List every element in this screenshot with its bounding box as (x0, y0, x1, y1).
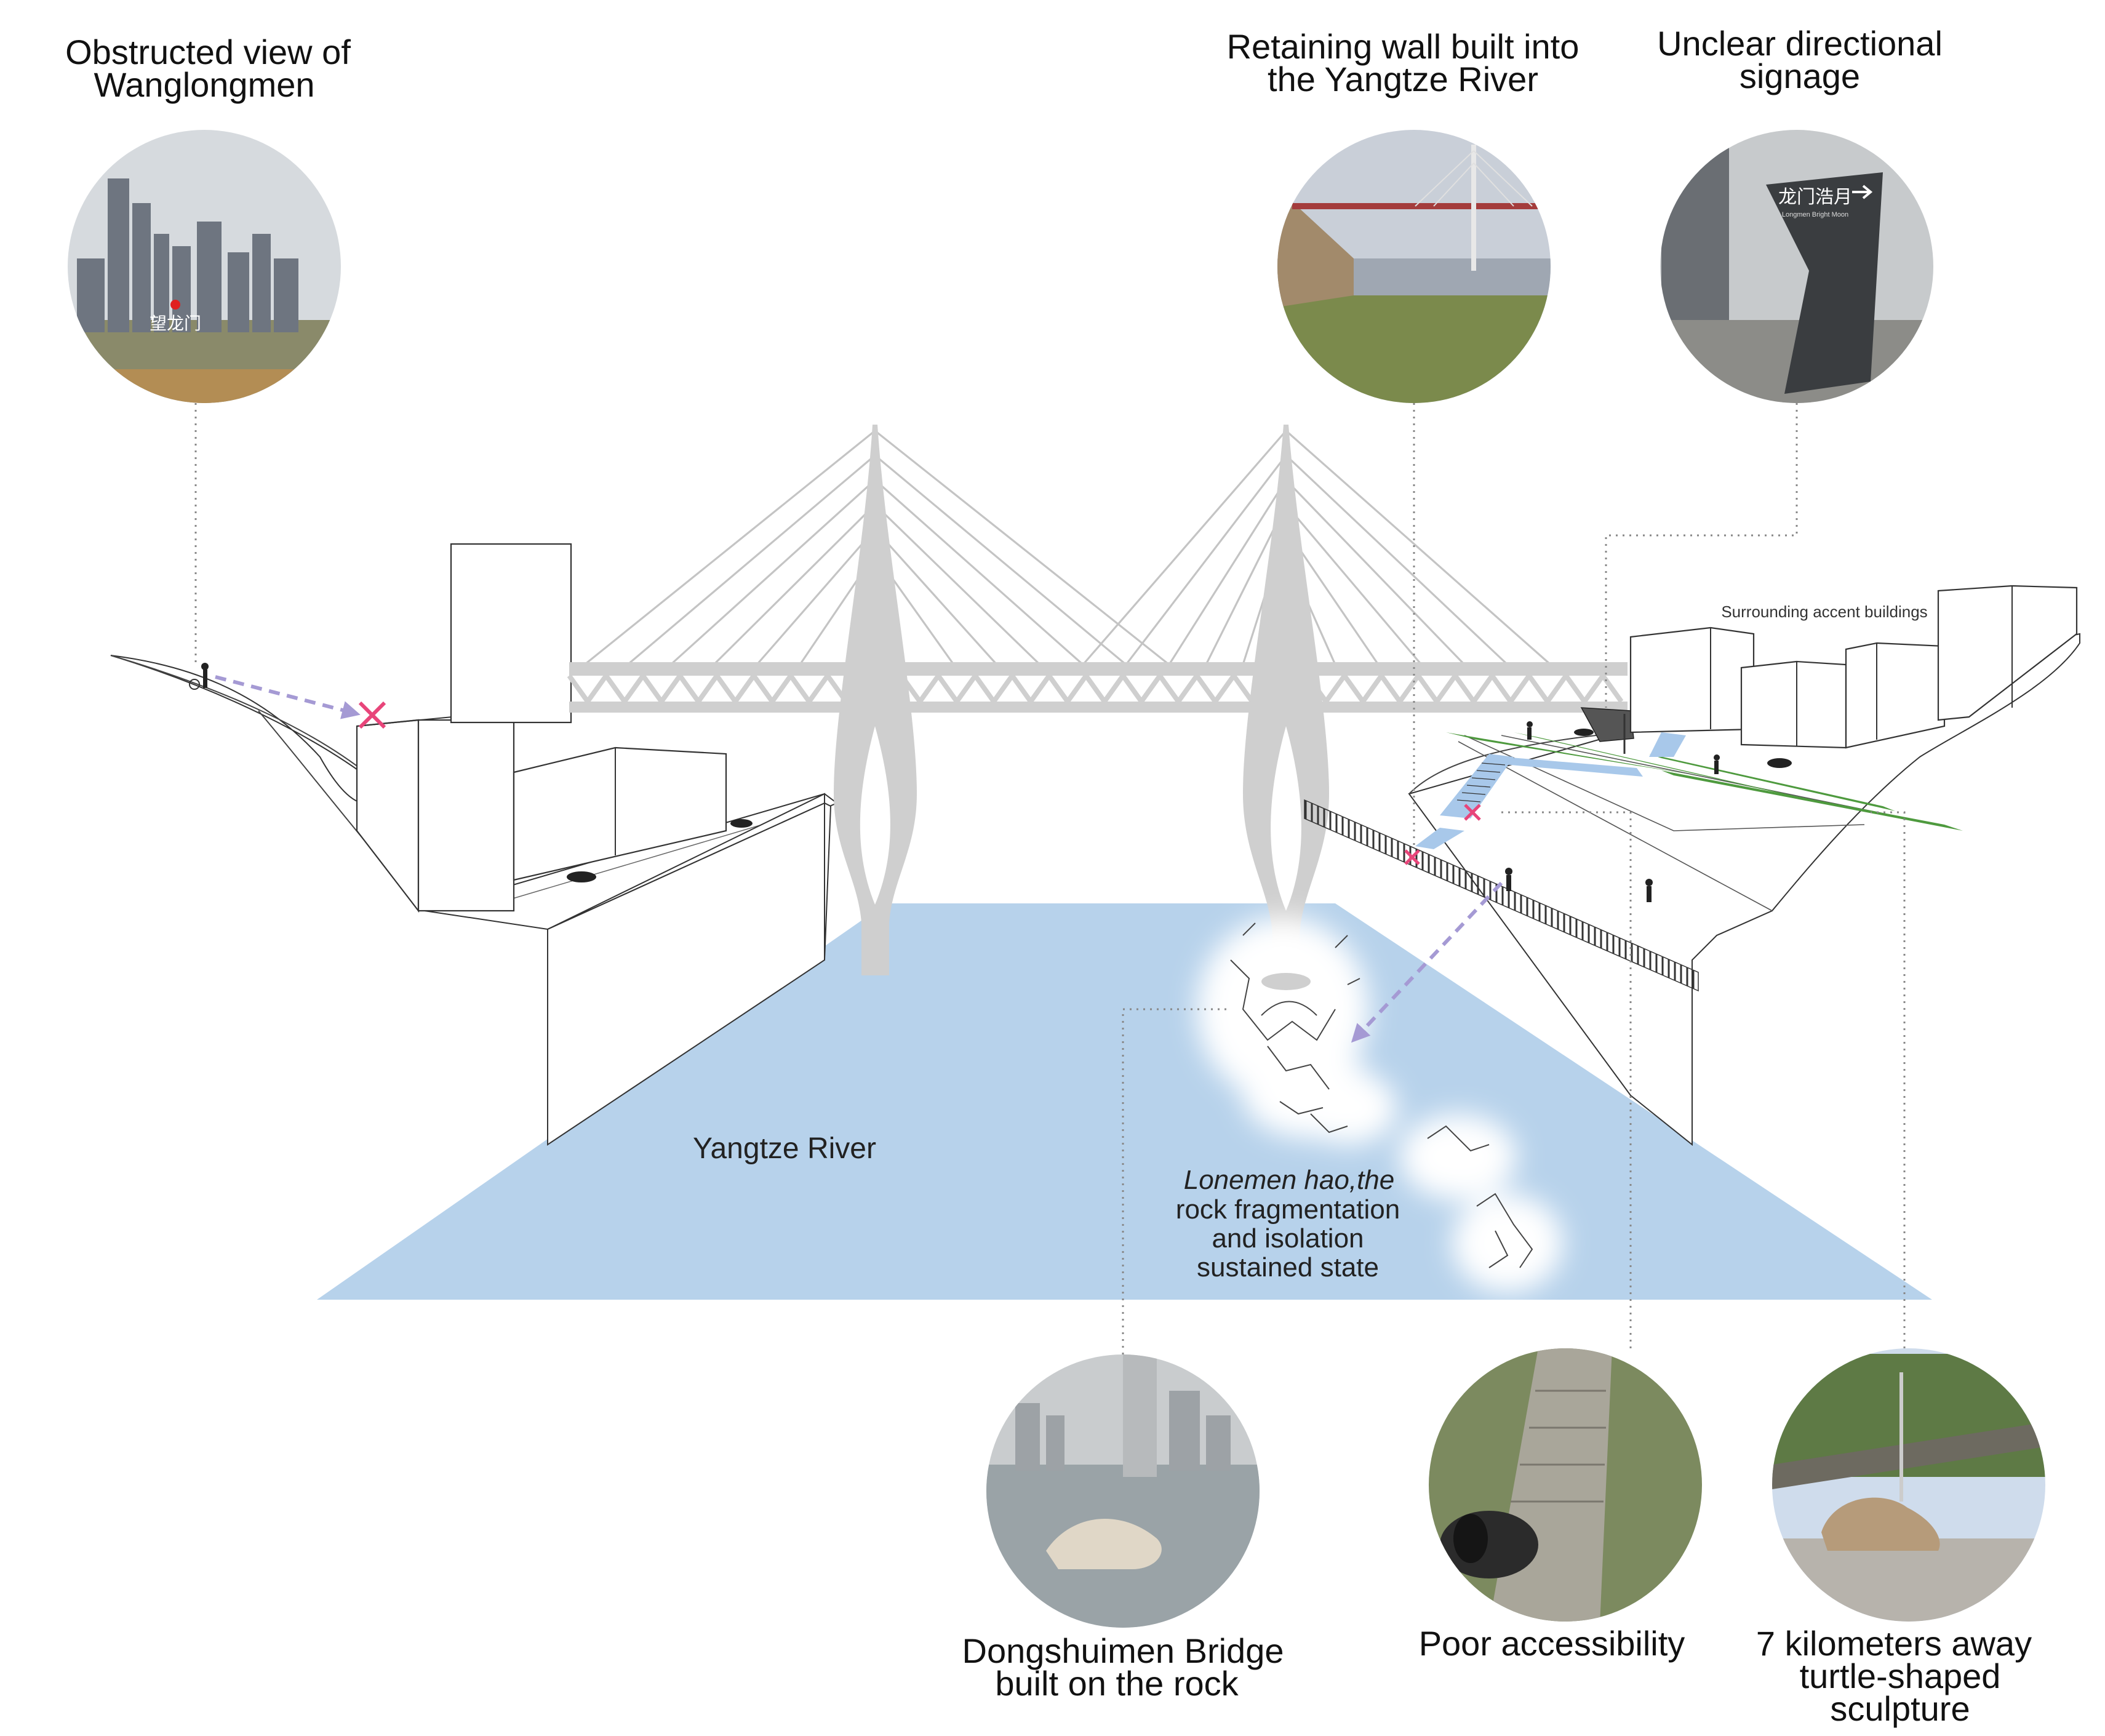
signage-subtext: Longmen Bright Moon (1782, 211, 1848, 218)
callout-retaining-wall-line2: the Yangtze River (1268, 60, 1538, 98)
rock-label-line1: Lonemen hao,the (1184, 1165, 1395, 1195)
callout-sculpture: 7 kilometers away turtle-shaped sculptur… (1756, 1624, 2032, 1728)
callout-retaining-wall-line1: Retaining wall built into (1227, 27, 1580, 66)
signage-text: 龙门浩月 (1778, 186, 1852, 208)
callout-dongshuimen-line1: Dongshuimen Bridge (962, 1631, 1284, 1670)
callout-sculpture-line2: turtle-shaped (1800, 1657, 2001, 1695)
callout-dongshuimen-line2: built on the rock (995, 1664, 1239, 1703)
callout-sculpture-line1: 7 kilometers away (1756, 1624, 2032, 1663)
rock-label-line4: sustained state (1197, 1252, 1379, 1282)
photo-dongshuimen (986, 1354, 1260, 1628)
callout-wanglongmen-line1: Obstructed view of (65, 33, 351, 71)
buildings-label: Surrounding accent buildings (1721, 602, 1927, 621)
callout-signage: Unclear directional signage (1657, 24, 1943, 95)
rock-label-line3: and isolation (1212, 1223, 1364, 1254)
leader-lines (194, 403, 1906, 1354)
callout-wanglongmen-line2: Wanglongmen (94, 65, 314, 104)
photo-wanglongmen: 望龙门 (68, 130, 341, 403)
rock-description: Lonemen hao,the rock fragmentation and i… (1176, 1165, 1400, 1282)
left-bank (110, 543, 838, 1146)
sightline-arrow (215, 675, 361, 719)
callout-accessibility: Poor accessibility (1419, 1624, 1685, 1663)
callout-sculpture-line3: sculpture (1830, 1689, 1970, 1728)
photo-sculpture (1772, 1348, 2045, 1622)
rock-label-line2: rock fragmentation (1176, 1194, 1400, 1225)
photo-signage: 龙门浩月 Longmen Bright Moon (1660, 130, 1933, 403)
blocked-view-cross-icon (358, 701, 386, 729)
rock-reef (1197, 917, 1563, 1292)
photo-retaining-wall (1277, 130, 1551, 403)
callout-signage-line2: signage (1740, 57, 1860, 95)
river-label: Yangtze River (693, 1132, 876, 1165)
bridge (567, 425, 1628, 978)
callout-retaining-wall: Retaining wall built into the Yangtze Ri… (1227, 27, 1580, 98)
callout-dongshuimen: Dongshuimen Bridge built on the rock (962, 1631, 1284, 1703)
photo-accessibility (1429, 1348, 1702, 1622)
wanglongmen-sign: 望龙门 (150, 313, 201, 334)
right-bank (1304, 585, 2080, 1146)
callout-accessibility-line1: Poor accessibility (1419, 1624, 1685, 1663)
callout-wanglongmen: Obstructed view of Wanglongmen (65, 33, 351, 104)
callout-signage-line1: Unclear directional (1657, 24, 1943, 63)
